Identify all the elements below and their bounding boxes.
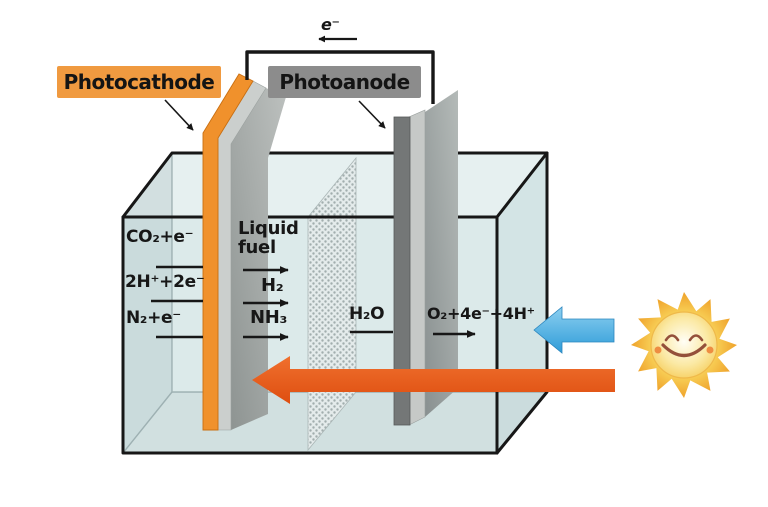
cathode-reaction-co2: CO₂+e⁻: [126, 227, 194, 247]
sunlight-arrow-blue: [533, 306, 615, 354]
photocathode-back-plate: [231, 88, 286, 430]
product-arrows: [243, 266, 289, 341]
photocathode-strip: [202, 73, 254, 431]
photocathode-electrode: [202, 73, 286, 431]
sun-left-blush: [654, 346, 662, 354]
sun-left-eye: [664, 334, 680, 342]
photocathode-pointer-arrow: [164, 99, 194, 131]
anode-reactant-h2o-label: H₂O: [349, 304, 385, 324]
liquid-fuel-label: Liquid fuel: [238, 218, 299, 259]
sunlight-arrow-orange: [252, 356, 615, 404]
anode-reaction-o2-label: O₂+4e⁻+4H⁺: [427, 304, 535, 323]
sun-right-blush: [706, 346, 714, 354]
sun-face: [650, 311, 718, 379]
electron-flow-label: e⁻: [321, 15, 340, 34]
photoanode-pointer-arrow: [358, 100, 386, 129]
photoanode-strip: [393, 116, 411, 426]
sun-smile: [661, 343, 707, 358]
photocathode-label-text: Photocathode: [63, 70, 215, 94]
sun-icon: [631, 292, 737, 398]
product-nh3-label: NH₃: [250, 307, 288, 328]
photoanode-label-text: Photoanode: [279, 70, 410, 94]
sun-right-eye: [688, 334, 704, 342]
tank-outline: [121, 151, 549, 455]
cathode-reaction-h2: 2H⁺+2e⁻: [125, 272, 205, 292]
photoanode-label: Photoanode: [268, 66, 421, 98]
tank-left-inner-wall: [123, 153, 172, 453]
circuit-wire: [245, 50, 435, 104]
photoanode-back-plate: [425, 90, 458, 417]
cathode-reaction-lines: [151, 265, 203, 339]
cathode-reaction-n2: N₂+e⁻: [126, 308, 181, 328]
photocathode-label: Photocathode: [57, 66, 221, 98]
product-h2-label: H₂: [261, 275, 284, 296]
